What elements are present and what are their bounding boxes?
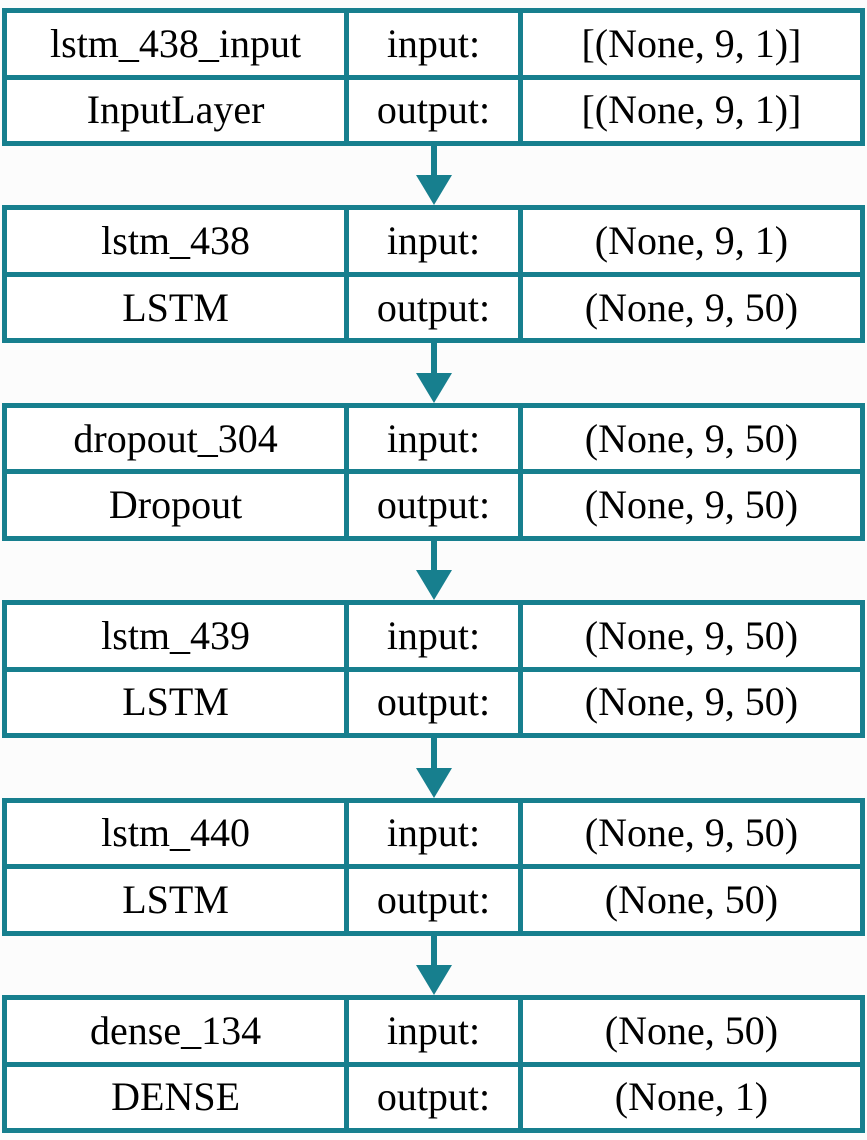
arrow-head-icon xyxy=(415,767,452,798)
layer-name: dense_134 xyxy=(7,1000,345,1062)
layer-node-input-layer: lstm_438_input input: [(None, 9, 1)] Inp… xyxy=(2,8,865,146)
layer-type: DENSE xyxy=(7,1066,345,1129)
layer-node-dropout: dropout_304 input: (None, 9, 50) Dropout… xyxy=(2,402,865,541)
layer-type: InputLayer xyxy=(7,79,345,141)
layer-node-lstm-1: lstm_438 input: (None, 9, 1) LSTM output… xyxy=(2,205,865,344)
input-shape-value: (None, 9, 1) xyxy=(522,210,860,272)
arrow-stem xyxy=(430,738,437,768)
output-row-label: output: xyxy=(349,1066,518,1129)
output-row-label: output: xyxy=(349,869,518,931)
output-shape-value: (None, 9, 50) xyxy=(522,474,860,536)
layer-node-lstm-2: lstm_439 input: (None, 9, 50) LSTM outpu… xyxy=(2,600,865,739)
arrow-stem xyxy=(430,146,437,176)
layer-type: LSTM xyxy=(7,671,345,734)
input-row-label: input: xyxy=(349,1000,518,1062)
output-row-label: output: xyxy=(349,671,518,734)
layer-node-lstm-3: lstm_440 input: (None, 9, 50) LSTM outpu… xyxy=(2,797,865,936)
input-shape-value: (None, 9, 50) xyxy=(522,407,860,470)
output-shape-value: (None, 50) xyxy=(522,869,860,931)
input-row-label: input: xyxy=(349,802,518,865)
arrow-stem xyxy=(430,343,437,373)
output-shape-value: [(None, 9, 1)] xyxy=(522,79,860,141)
input-shape-value: (None, 50) xyxy=(522,1000,860,1062)
flow-arrow xyxy=(2,146,865,206)
arrow-stem xyxy=(430,935,437,966)
output-shape-value: (None, 9, 50) xyxy=(522,671,860,734)
layer-type: Dropout xyxy=(7,474,345,536)
input-row-label: input: xyxy=(349,210,518,272)
input-row-label: input: xyxy=(349,605,518,667)
layer-name: lstm_439 xyxy=(7,605,345,667)
input-row-label: input: xyxy=(349,13,518,75)
arrow-head-icon xyxy=(415,570,452,601)
output-shape-value: (None, 9, 50) xyxy=(522,276,860,339)
output-shape-value: (None, 1) xyxy=(522,1066,860,1129)
layer-name: lstm_440 xyxy=(7,802,345,865)
flow-arrow xyxy=(2,343,865,403)
arrow-head-icon xyxy=(415,175,452,206)
input-shape-value: (None, 9, 50) xyxy=(522,802,860,865)
layer-name: lstm_438 xyxy=(7,210,345,272)
input-shape-value: [(None, 9, 1)] xyxy=(522,13,860,75)
output-row-label: output: xyxy=(349,474,518,536)
arrow-stem xyxy=(430,540,437,571)
output-row-label: output: xyxy=(349,276,518,339)
flow-arrow xyxy=(2,540,865,601)
flow-arrow xyxy=(2,935,865,996)
input-row-label: input: xyxy=(349,407,518,470)
output-row-label: output: xyxy=(349,79,518,141)
layer-type: LSTM xyxy=(7,869,345,931)
input-shape-value: (None, 9, 50) xyxy=(522,605,860,667)
layer-name: dropout_304 xyxy=(7,407,345,470)
layer-name: lstm_438_input xyxy=(7,13,345,75)
layer-type: LSTM xyxy=(7,276,345,339)
layer-node-dense: dense_134 input: (None, 50) DENSE output… xyxy=(2,995,865,1134)
arrow-head-icon xyxy=(415,372,452,403)
arrow-head-icon xyxy=(415,965,452,996)
flow-arrow xyxy=(2,738,865,798)
